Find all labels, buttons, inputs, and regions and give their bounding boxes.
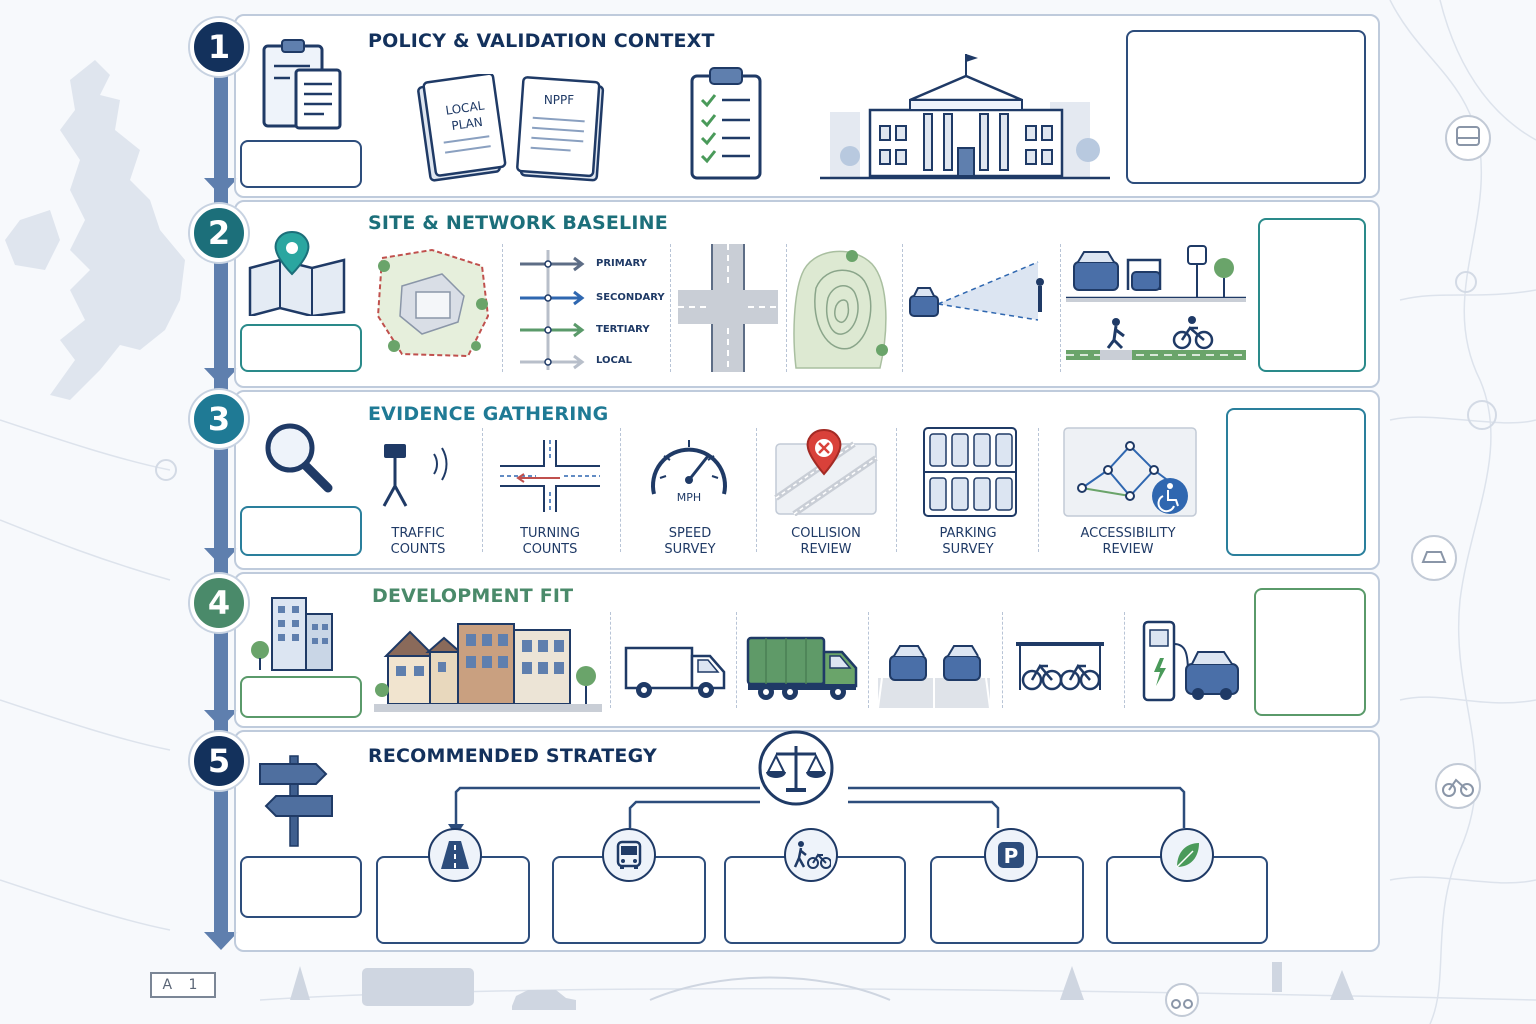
- turning-counts-label: TURNING COUNTS: [520, 526, 580, 557]
- collision-review-label: COLLISION REVIEW: [791, 526, 861, 557]
- refuse-truck-icon: [746, 632, 860, 702]
- step-3-title: EVIDENCE GATHERING: [368, 403, 609, 425]
- road-secondary-label: SECONDARY: [596, 292, 665, 303]
- timeline-arrow-4: [204, 710, 238, 728]
- separator: [1060, 244, 1061, 372]
- road-tertiary-label: TERTIARY: [596, 324, 650, 335]
- timeline-arrow-5: [204, 932, 238, 950]
- junction-arrows-icon: [500, 440, 600, 512]
- strategy-tree-connectors: [448, 786, 1186, 836]
- topography-contour-icon: [792, 244, 892, 372]
- parking-bays-icon: [878, 642, 990, 708]
- step-5-title: RECOMMENDED STRATEGY: [368, 745, 657, 767]
- road-hierarchy-diagram: [520, 250, 592, 370]
- separator: [756, 428, 757, 552]
- parking-icon: P: [984, 828, 1038, 882]
- timeline-arrow-3: [204, 548, 238, 566]
- leaf-icon: [1160, 828, 1214, 882]
- parking-survey-label: PARKING SURVEY: [939, 526, 997, 557]
- road-primary-label: PRIMARY: [596, 258, 647, 269]
- signpost-icon: [256, 752, 336, 848]
- separator: [482, 428, 483, 552]
- bus-icon: [602, 828, 656, 882]
- road-sign-a1: A 1: [150, 972, 216, 998]
- separator: [736, 612, 737, 708]
- map-pin-icon: [246, 228, 348, 316]
- separator: [868, 612, 869, 708]
- road-hierarchy-arrows: [520, 250, 592, 370]
- step-4-title: DEVELOPMENT FIT: [372, 585, 574, 607]
- accessibility-review-label: ACCESSIBILITY REVIEW: [1080, 526, 1176, 557]
- housing-development-icon: [374, 616, 602, 714]
- walk-cycle-icon: [784, 828, 838, 882]
- ev-charging-icon: [1138, 614, 1240, 702]
- step-2-notes-box: [1258, 218, 1366, 372]
- traffic-counts-label: TRAFFIC COUNTS: [390, 526, 446, 557]
- separator: [1002, 612, 1003, 708]
- step-1-badge: 1: [190, 18, 248, 76]
- street-modes-icon: [1064, 240, 1248, 366]
- checklist-clipboard-icon: [688, 66, 764, 182]
- step-2-label-box: [240, 324, 362, 372]
- separator: [502, 244, 503, 372]
- separator: [896, 428, 897, 552]
- balance-scales-icon: [756, 728, 836, 808]
- speedometer-icon: [646, 430, 732, 502]
- local-plan-document-icon: [412, 74, 512, 184]
- crossroads-junction-icon: [678, 244, 778, 372]
- step-5-label-box: [240, 856, 362, 918]
- road-icon: [428, 828, 482, 882]
- timeline-arrow-1: [204, 178, 238, 196]
- step-1-label-box: [240, 140, 362, 188]
- delivery-van-icon: [622, 638, 728, 700]
- step-1-title: POLICY & VALIDATION CONTEXT: [368, 30, 715, 52]
- magnifying-glass-icon: [262, 420, 336, 496]
- buildings-icon: [250, 594, 336, 672]
- collision-map-icon: [774, 428, 878, 516]
- road-local-label: LOCAL: [596, 355, 632, 366]
- step-4-badge: 4: [190, 574, 248, 632]
- step-2-title: SITE & NETWORK BASELINE: [368, 212, 668, 234]
- separator: [610, 612, 611, 708]
- nppf-document-icon: [516, 76, 612, 184]
- speed-survey-label: SPEED SURVEY: [664, 526, 716, 557]
- city-hall-icon: [820, 52, 1110, 184]
- cycle-parking-icon: [1012, 640, 1108, 696]
- separator: [1124, 612, 1125, 708]
- step-5-badge: 5: [190, 732, 248, 790]
- timeline-bar: [214, 70, 228, 942]
- nppf-label: NPPF: [543, 93, 575, 107]
- parking-letter: P: [1004, 844, 1019, 868]
- separator: [620, 428, 621, 552]
- traffic-counter-icon: [380, 440, 454, 510]
- step-2-badge: 2: [190, 204, 248, 262]
- accessibility-network-icon: [1062, 426, 1198, 518]
- step-1-notes-box: [1126, 30, 1366, 184]
- visibility-splay-icon: [908, 256, 1054, 328]
- timeline-arrow-2: [204, 368, 238, 386]
- separator: [902, 244, 903, 372]
- speed-unit-label: MPH: [676, 491, 702, 504]
- step-3-label-box: [240, 506, 362, 556]
- step-4-label-box: [240, 676, 362, 718]
- separator: [786, 244, 787, 372]
- step-3-notes-box: [1226, 408, 1366, 556]
- parking-grid-icon: [922, 426, 1018, 518]
- site-boundary-icon: [372, 246, 496, 362]
- step-4-notes-box: [1254, 588, 1366, 716]
- step-3-badge: 3: [190, 390, 248, 448]
- clipboard-documents-icon: [260, 36, 344, 132]
- separator: [670, 244, 671, 372]
- separator: [1038, 428, 1039, 552]
